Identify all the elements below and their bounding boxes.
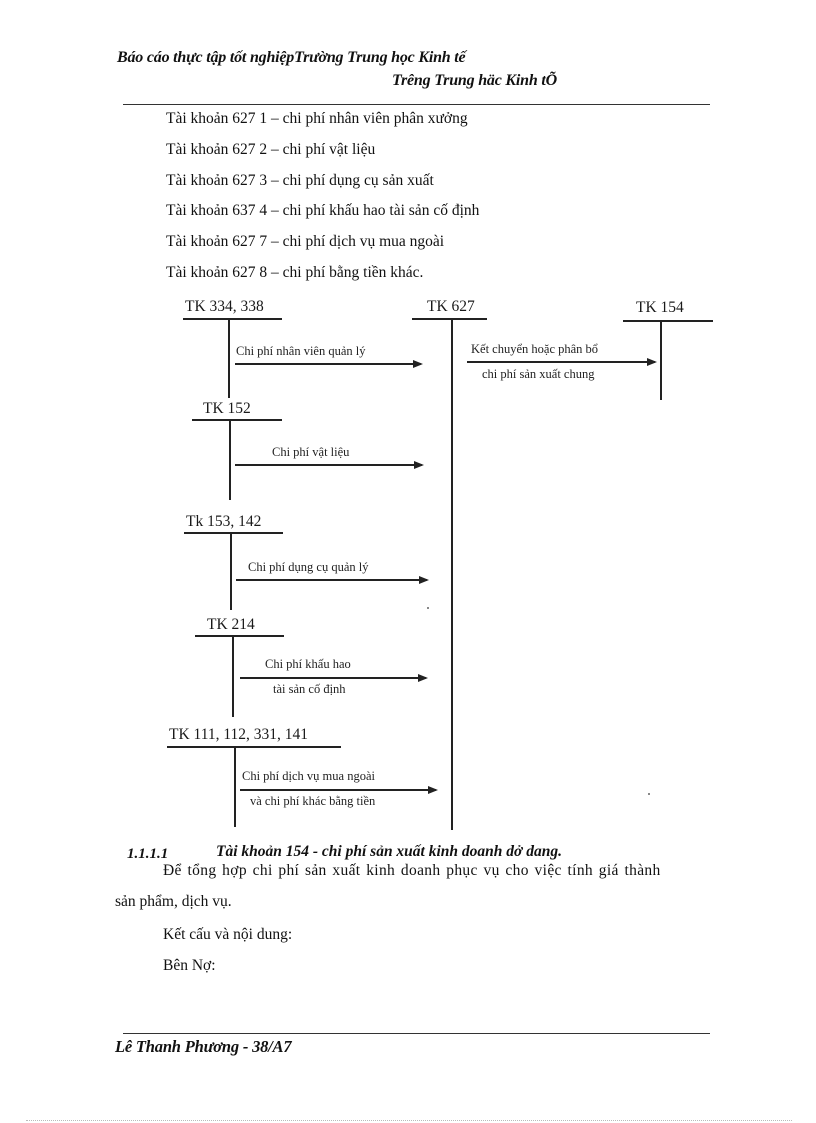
account-line: Tài khoản 627 7 – chi phí dịch vụ mua ng… (166, 233, 445, 250)
flow-label: Chi phí khấu hao (265, 657, 351, 671)
account-tk153-label: Tk 153, 142 (186, 513, 262, 530)
account-line: Tài khoản 627 3 – chi phí dụng cụ sản xu… (166, 172, 434, 189)
t-account-stem (234, 746, 236, 827)
t-account-stem (229, 419, 231, 500)
t-account-top (192, 419, 282, 421)
section-number: 1.1.1.1 (127, 846, 169, 862)
flow-label: và chi phí khác bằng tiền (250, 794, 376, 808)
account-tk154-label: TK 154 (636, 299, 684, 316)
account-line: Tài khoản 627 1 – chi phí nhân viên phân… (166, 110, 468, 127)
arrow-right-icon (235, 461, 424, 469)
t-account-top (412, 318, 487, 320)
account-tk214-label: TK 214 (207, 616, 255, 633)
arrow-right-icon (236, 576, 429, 584)
page-bottom-border (26, 1120, 792, 1121)
t-account-stem (451, 318, 453, 830)
account-tk627-label: TK 627 (427, 298, 475, 315)
account-line: Tài khoản 637 4 – chi phí khấu hao tài s… (166, 202, 480, 219)
paragraph-line: sản phẩm, dịch vụ. (115, 893, 232, 910)
paragraph-line: Để tổng hợp chi phí sản xuất kinh doanh … (163, 862, 661, 879)
t-account-stem (232, 635, 234, 717)
t-account-stem (228, 318, 230, 398)
t-account-stem (230, 532, 232, 610)
t-account-top (183, 318, 282, 320)
t-account-top (167, 746, 341, 748)
account-tk152-label: TK 152 (203, 400, 251, 417)
account-tk334-label: TK 334, 338 (185, 298, 264, 315)
stray-mark (427, 607, 429, 609)
t-account-top (623, 320, 713, 322)
t-account-top (195, 635, 284, 637)
flow-label: Chi phí dịch vụ mua ngoài (242, 769, 375, 783)
flow-label: chi phí sản xuất chung (482, 367, 595, 381)
flow-label: Chi phí dụng cụ quản lý (248, 560, 369, 574)
footer-rule (123, 1033, 710, 1034)
arrow-right-icon (240, 674, 428, 682)
account-tk111-label: TK 111, 112, 331, 141 (169, 726, 309, 743)
footer-author: Lê Thanh Phương - 38/A7 (115, 1037, 292, 1056)
header-title-line1: Báo cáo thực tập tốt nghiệpTrường Trung … (117, 49, 466, 66)
flow-label: Kết chuyển hoặc phân bổ (471, 342, 599, 356)
t-account-stem (660, 320, 662, 400)
stray-mark (648, 793, 650, 795)
arrow-right-icon (467, 358, 657, 366)
arrow-right-icon (240, 786, 438, 794)
header-title-line2: Trêng Trung häc Kinh tÕ (392, 72, 557, 89)
section-title: Tài khoản 154 - chi phí sản xuất kinh do… (216, 843, 562, 860)
header-rule (123, 104, 710, 105)
account-line: Tài khoản 627 8 – chi phí bằng tiền khác… (166, 264, 424, 281)
flow-label: tài sản cố định (273, 682, 346, 696)
account-line: Tài khoản 627 2 – chi phí vật liệu (166, 141, 376, 158)
flow-label: Chi phí nhân viên quản lý (236, 344, 366, 358)
flow-label: Chi phí vật liệu (272, 445, 350, 459)
structure-label: Kết cấu và nội dung: (163, 926, 293, 943)
t-account-top (184, 532, 283, 534)
arrow-right-icon (235, 360, 423, 368)
debit-label: Bên Nợ: (163, 957, 216, 974)
